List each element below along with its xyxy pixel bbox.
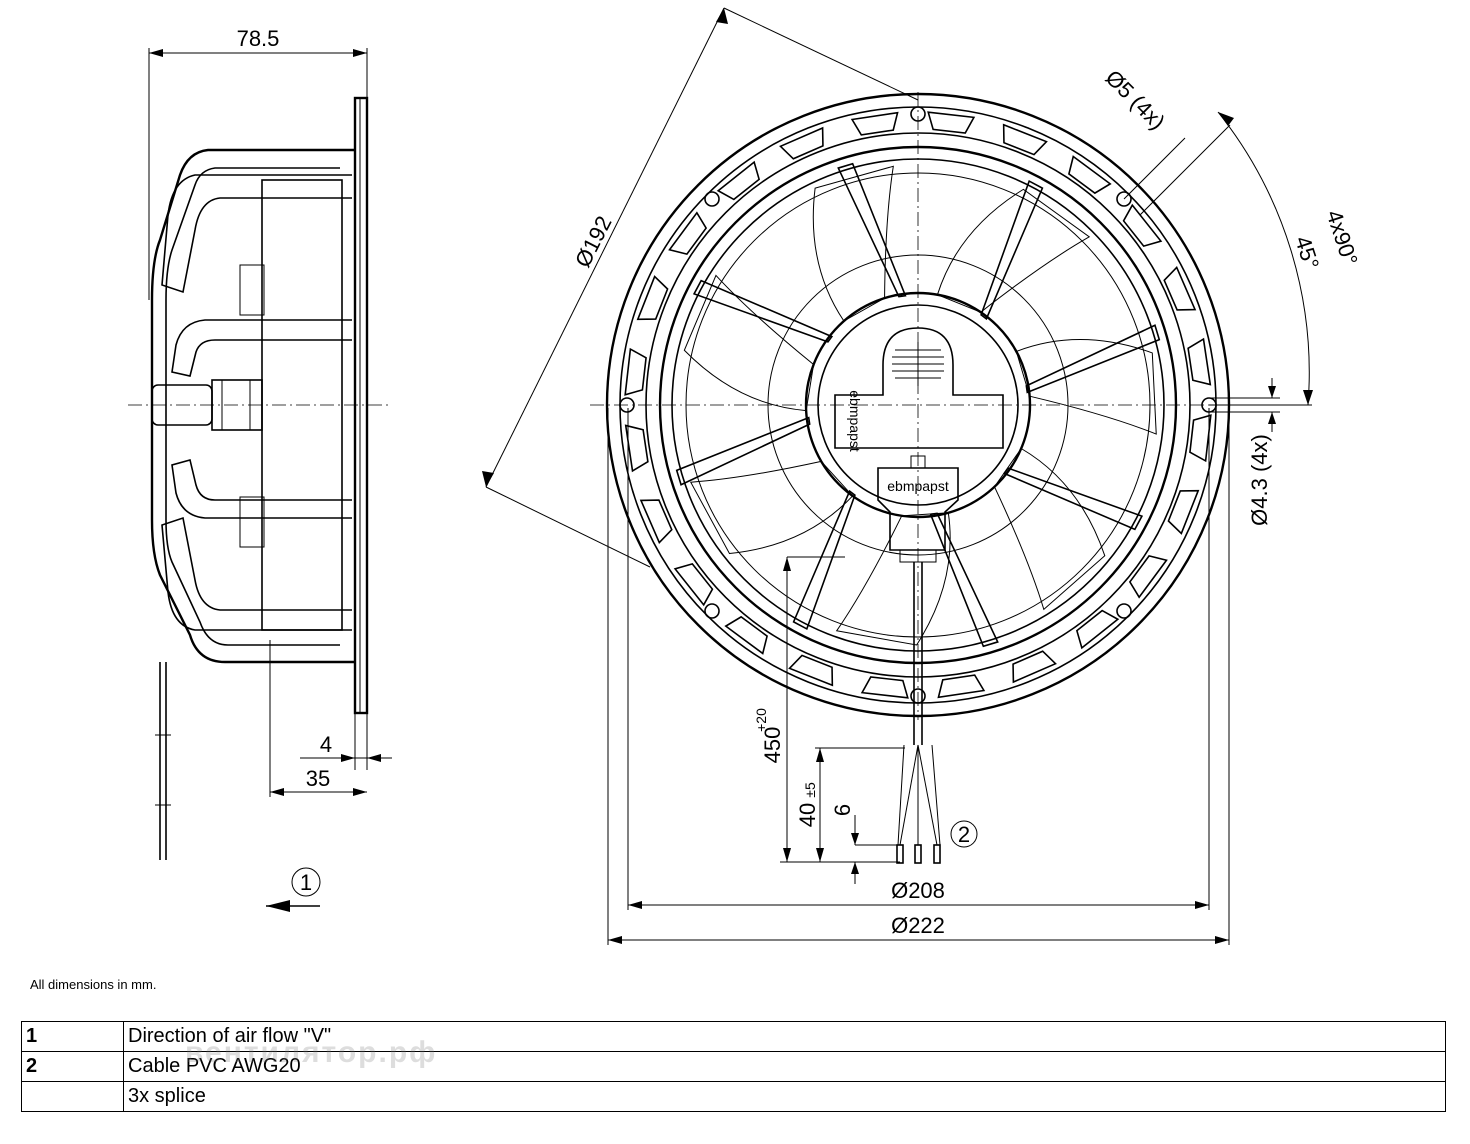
ring-slot xyxy=(1128,555,1168,599)
airflow-arrow-icon xyxy=(266,900,290,912)
ring-slot xyxy=(1187,337,1212,386)
fan-blade xyxy=(1015,339,1157,435)
fan-blade xyxy=(689,460,854,555)
airflow-marker: 1 xyxy=(300,870,312,895)
ring-slot xyxy=(639,499,673,544)
legend-table: 1 Direction of air flow "V" 2 Cable PVC … xyxy=(21,1021,1446,1112)
dim-strip-tol: ±5 xyxy=(802,782,818,798)
side-view: 78.5 4 35 1 xyxy=(128,26,392,912)
legend-row: 1 Direction of air flow "V" xyxy=(21,1021,1446,1052)
ring-slot xyxy=(1163,266,1197,311)
support-strut xyxy=(1025,324,1161,394)
fan-blades xyxy=(683,165,1157,646)
ring-slot xyxy=(1068,155,1112,195)
dim-diameter-192: Ø192 xyxy=(570,212,617,271)
ring-slot xyxy=(1167,489,1200,535)
ring-window-slots xyxy=(624,111,1212,699)
ring-slot xyxy=(673,562,714,607)
dim-overall-depth: 78.5 xyxy=(237,26,280,51)
fan-blade xyxy=(993,447,1106,611)
dim-angle-4x90: 4x90° xyxy=(1322,207,1363,268)
legend-number xyxy=(21,1081,124,1112)
ring-slot xyxy=(788,654,834,687)
dim-cable-length-tol: +20 xyxy=(753,708,769,732)
technical-drawing: 78.5 4 35 1 xyxy=(128,7,1363,945)
legend-text: Cable PVC AWG20 xyxy=(123,1051,1446,1082)
legend-number: 2 xyxy=(21,1051,124,1082)
units-note: All dimensions in mm. xyxy=(30,977,157,992)
dim-hole-43: Ø4.3 (4x) xyxy=(1247,434,1272,526)
dim-hub-depth: 35 xyxy=(306,766,330,791)
dim-diameter-208: Ø208 xyxy=(891,878,945,903)
ring-slot xyxy=(860,676,909,699)
ring-slot xyxy=(1002,123,1048,156)
fan-blade xyxy=(812,165,894,322)
legend-number: 1 xyxy=(21,1021,124,1052)
ring-slot xyxy=(1122,203,1163,248)
ring-slot xyxy=(624,347,647,396)
ring-slot xyxy=(1012,650,1057,684)
ring-slot xyxy=(724,615,768,655)
ring-slot xyxy=(937,674,986,699)
ring-slot xyxy=(716,160,761,201)
fan-blade xyxy=(683,274,815,412)
dim-flange: 4 xyxy=(320,732,332,757)
support-strut xyxy=(980,179,1044,321)
ring-slot xyxy=(1189,414,1212,463)
legend-row: 3x splice xyxy=(21,1081,1446,1112)
dim-hole-5: Ø5 (4x) xyxy=(1101,65,1171,135)
dim-wire-end: 6 xyxy=(830,804,855,816)
support-strut xyxy=(837,162,907,298)
dim-strip-length: 40 xyxy=(795,803,820,827)
legend-text: 3x splice xyxy=(123,1081,1446,1112)
legend-row: 2 Cable PVC AWG20 xyxy=(21,1051,1446,1082)
connector-brand-label: ebmpapst xyxy=(887,478,949,494)
vent-grille-icon xyxy=(892,342,944,386)
ring-slot xyxy=(624,424,649,473)
dim-cable-length: 450 xyxy=(760,727,785,764)
support-strut xyxy=(675,416,811,486)
fan-blade xyxy=(936,188,1091,313)
legend-text: Direction of air flow "V" xyxy=(123,1021,1446,1052)
support-strut xyxy=(1002,467,1144,531)
ring-slot xyxy=(779,126,824,160)
fan-blade xyxy=(835,512,951,646)
ring-slot xyxy=(850,111,899,136)
cable-marker: 2 xyxy=(958,822,970,847)
support-strut xyxy=(929,512,999,648)
hub-brand-label: ebmpapst xyxy=(847,390,863,452)
support-strut xyxy=(792,489,856,631)
ring-slot xyxy=(636,275,669,321)
support-struts xyxy=(675,162,1161,648)
ring-slot xyxy=(927,111,976,134)
ring-slot xyxy=(668,211,708,255)
front-view: ebmpapst ebmpapst 2 Ø192 Ø5 (4x) xyxy=(482,7,1363,945)
dim-diameter-222: Ø222 xyxy=(891,913,945,938)
support-strut xyxy=(692,279,834,343)
ring-slot xyxy=(1075,609,1120,650)
corner-holes xyxy=(704,191,1132,619)
